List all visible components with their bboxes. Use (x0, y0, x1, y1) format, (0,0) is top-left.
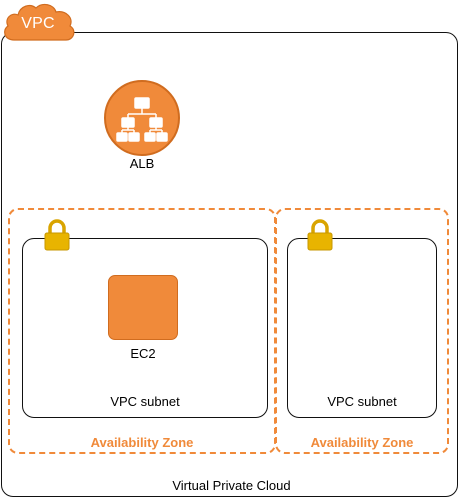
hierarchy-icon (116, 97, 168, 142)
lock-icon (307, 219, 333, 251)
vpc-subnet-label-1: VPC subnet (110, 394, 180, 409)
lock-icon (44, 219, 70, 251)
vpc-caption: Virtual Private Cloud (172, 478, 291, 493)
availability-zone-2 (275, 208, 449, 454)
vpc-subnet-label-2: VPC subnet (327, 394, 397, 409)
vpc-subnet-2 (287, 238, 437, 418)
ec2-instance (108, 275, 178, 340)
vpc-cloud-icon (4, 3, 75, 41)
vpc-badge-label: VPC (21, 15, 55, 32)
vpc-container (1, 32, 458, 497)
ec2-label: EC2 (130, 346, 156, 361)
availability-zone-label-2: Availability Zone (310, 435, 414, 450)
alb-label: ALB (129, 156, 155, 171)
alb-node (104, 80, 180, 156)
availability-zone-label-1: Availability Zone (90, 435, 194, 450)
